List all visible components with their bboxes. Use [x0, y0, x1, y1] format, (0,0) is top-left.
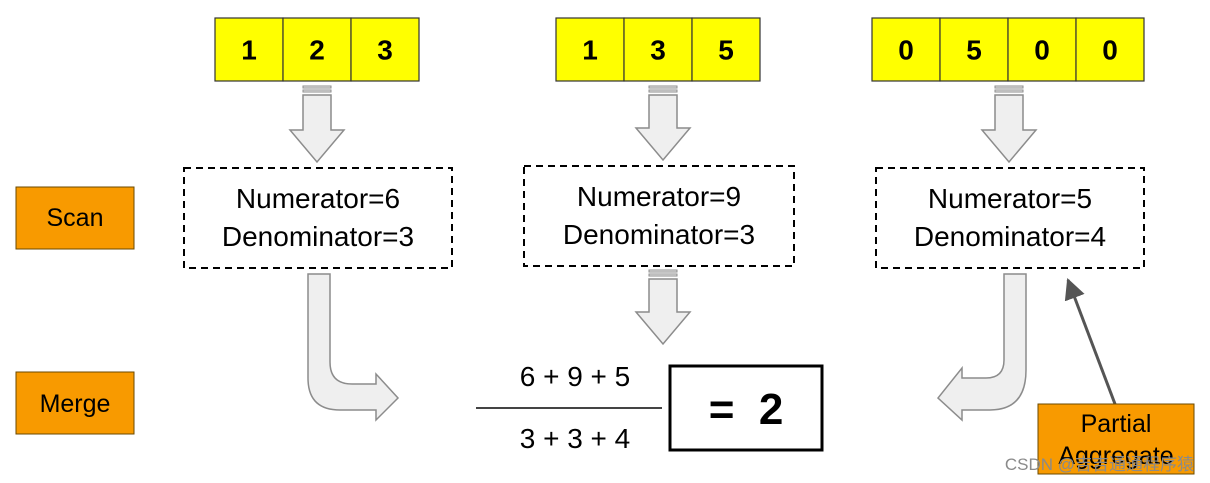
- result-box: [668, 364, 824, 452]
- partial-denominator: Denominator=3: [222, 221, 414, 252]
- result-value: = 2: [709, 385, 784, 434]
- curved-arrow-left-icon: [936, 273, 1027, 422]
- callout-pointer-arrow: [1064, 278, 1117, 405]
- partial-numerator: Numerator=6: [236, 183, 400, 214]
- input-array-2: 1 3 5: [555, 17, 761, 82]
- watermark: CSDN @吉吉通通程序猿: [1005, 455, 1194, 474]
- scan-label-text: Scan: [47, 204, 104, 232]
- merge-formula: 6 + 9 + 5 3 + 3 + 4 = 2: [476, 361, 824, 454]
- down-arrow-icon: [288, 85, 346, 164]
- partial-aggregate-callout: Partial Aggregate: [1037, 403, 1195, 475]
- array-cell-value: 5: [718, 35, 734, 66]
- array-cell-value: 1: [241, 35, 257, 66]
- array-cell: [939, 17, 1009, 82]
- down-arrow-icon: [634, 85, 692, 162]
- scan-stage-label: Scan: [15, 186, 135, 250]
- input-array-3: 0 5 0 0: [871, 17, 1145, 82]
- array-cell: [871, 17, 941, 82]
- formula-denominator: 3 + 3 + 4: [520, 423, 631, 454]
- array-cell-value: 3: [377, 35, 393, 66]
- curved-arrow-right-icon: [307, 273, 400, 422]
- partial-numerator: Numerator=5: [928, 183, 1092, 214]
- array-cell: [1007, 17, 1077, 82]
- array-cell-value: 2: [309, 35, 325, 66]
- callout-line-1: Partial: [1081, 410, 1152, 438]
- down-arrow-icon: [980, 85, 1038, 164]
- array-cell-value: 0: [1034, 35, 1050, 66]
- partial-denominator: Denominator=3: [563, 219, 755, 250]
- partial-box-2: Numerator=9 Denominator=3: [523, 165, 795, 267]
- callout-line-2: Aggregate: [1058, 442, 1173, 470]
- merge-stage-label: Merge: [15, 371, 135, 435]
- formula-numerator: 6 + 9 + 5: [520, 361, 631, 392]
- partial-numerator: Numerator=9: [577, 181, 741, 212]
- array-cell-value: 1: [582, 35, 598, 66]
- partial-box-1: Numerator=6 Denominator=3: [183, 167, 453, 269]
- array-cell: [691, 17, 761, 82]
- down-arrow-icon: [634, 269, 692, 346]
- array-cell: [214, 17, 284, 82]
- array-cell-value: 3: [650, 35, 666, 66]
- array-cell: [623, 17, 693, 82]
- partial-box-3: Numerator=5 Denominator=4: [875, 167, 1145, 269]
- array-cell: [350, 17, 420, 82]
- array-cell: [1075, 17, 1145, 82]
- partial-denominator: Denominator=4: [914, 221, 1106, 252]
- array-cell-value: 5: [966, 35, 982, 66]
- input-array-1: 1 2 3: [214, 17, 420, 82]
- merge-label-text: Merge: [40, 390, 111, 418]
- array-cell-value: 0: [1102, 35, 1118, 66]
- array-cell: [282, 17, 352, 82]
- array-cell-value: 0: [898, 35, 914, 66]
